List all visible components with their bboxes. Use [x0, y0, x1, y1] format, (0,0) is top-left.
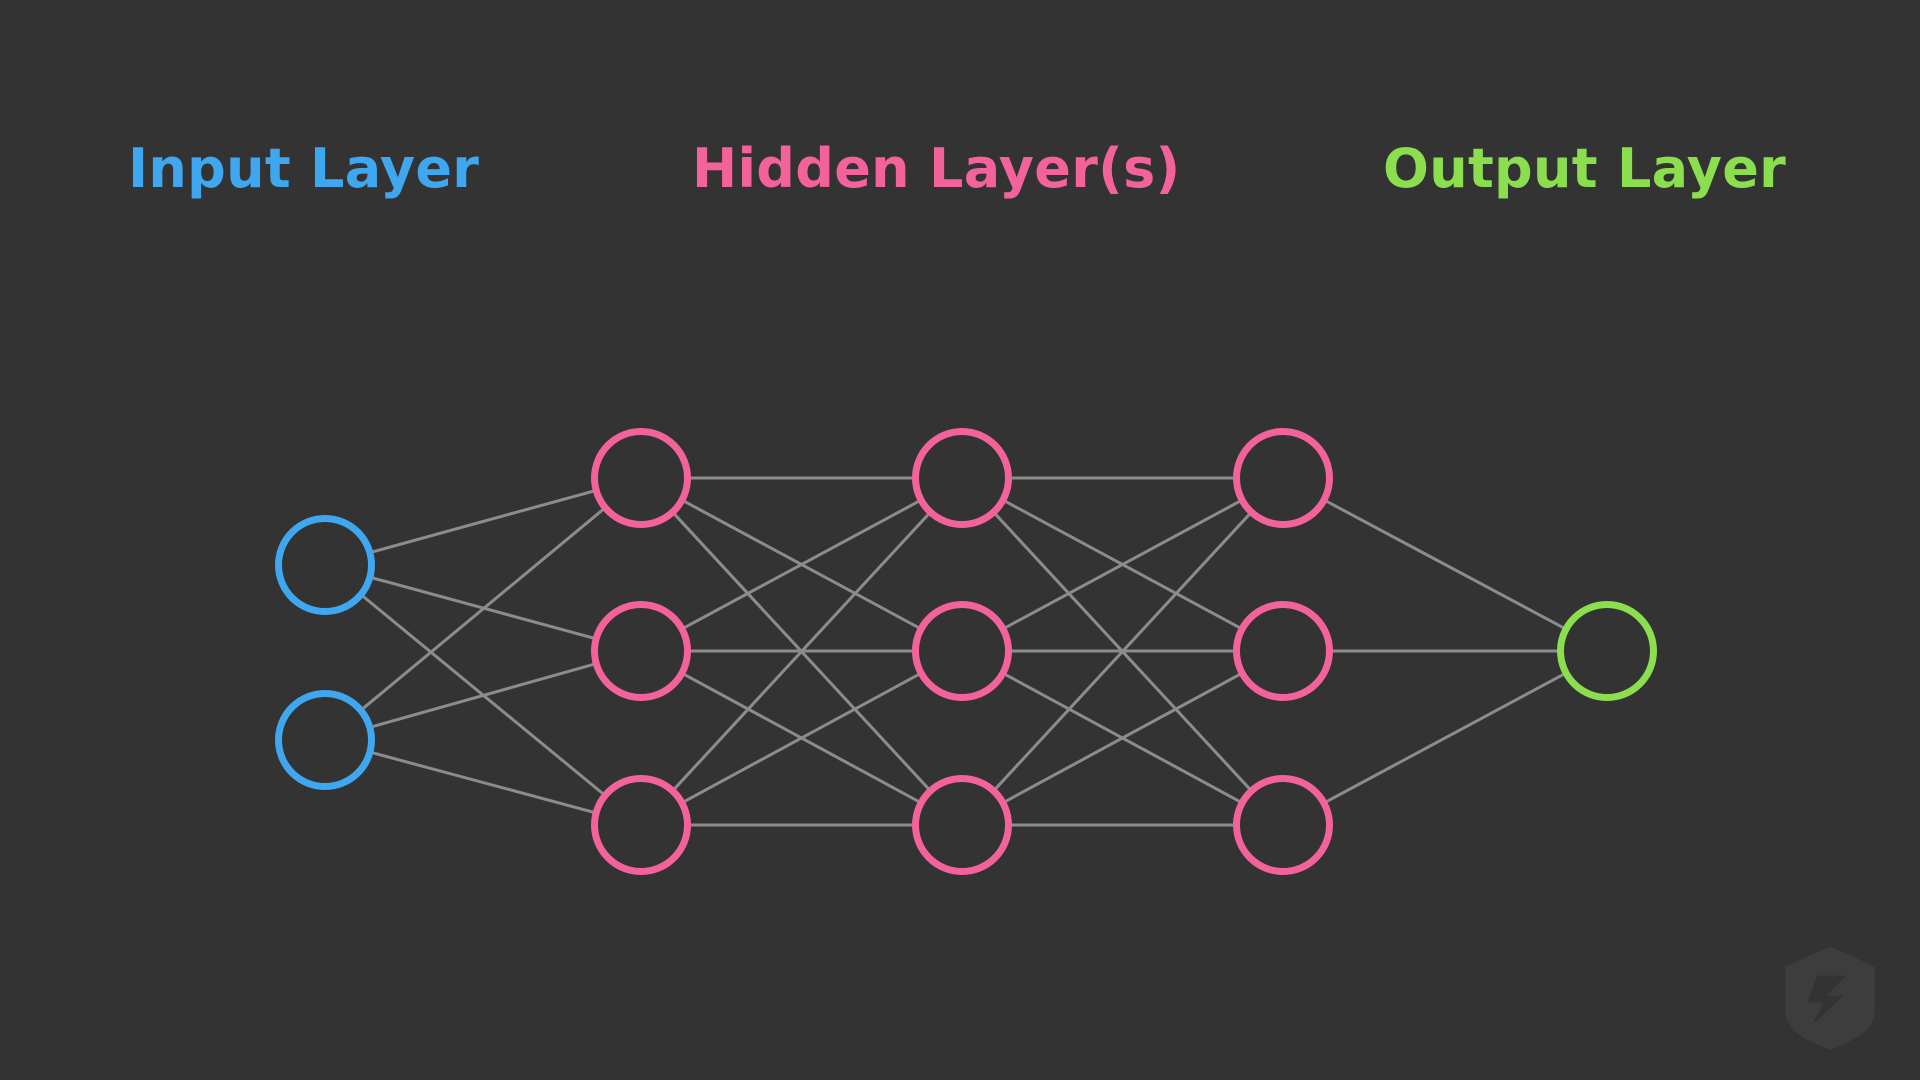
node-hidden-3-1 [912, 428, 1012, 528]
edge [994, 513, 1251, 790]
edge [371, 751, 595, 814]
node-hidden-4-1 [1233, 428, 1333, 528]
edge [683, 673, 920, 803]
edge [371, 489, 595, 554]
edge [371, 663, 595, 728]
node-hidden-3-2 [912, 601, 1012, 701]
layer-label-output: Output Layer [1383, 137, 1787, 200]
node-hidden-4-2 [1233, 601, 1333, 701]
node-hidden-2-2 [591, 601, 691, 701]
nodes-group [275, 428, 1657, 875]
node-input-1-1 [275, 515, 375, 615]
layer-label-hidden: Hidden Layer(s) [692, 137, 1181, 200]
node-hidden-3-3 [912, 775, 1012, 875]
edge [683, 500, 920, 629]
edge [1325, 673, 1565, 803]
edge [1004, 500, 1241, 629]
node-hidden-4-3 [1233, 775, 1333, 875]
edge [673, 513, 930, 790]
edge [361, 508, 605, 710]
node-output-5-1 [1557, 601, 1657, 701]
layer-label-input: Input Layer [128, 137, 480, 200]
edge [1004, 673, 1241, 803]
node-hidden-2-3 [591, 775, 691, 875]
edge [1325, 500, 1565, 629]
node-input-1-2 [275, 690, 375, 790]
edges-group [361, 476, 1565, 827]
node-hidden-2-1 [591, 428, 691, 528]
